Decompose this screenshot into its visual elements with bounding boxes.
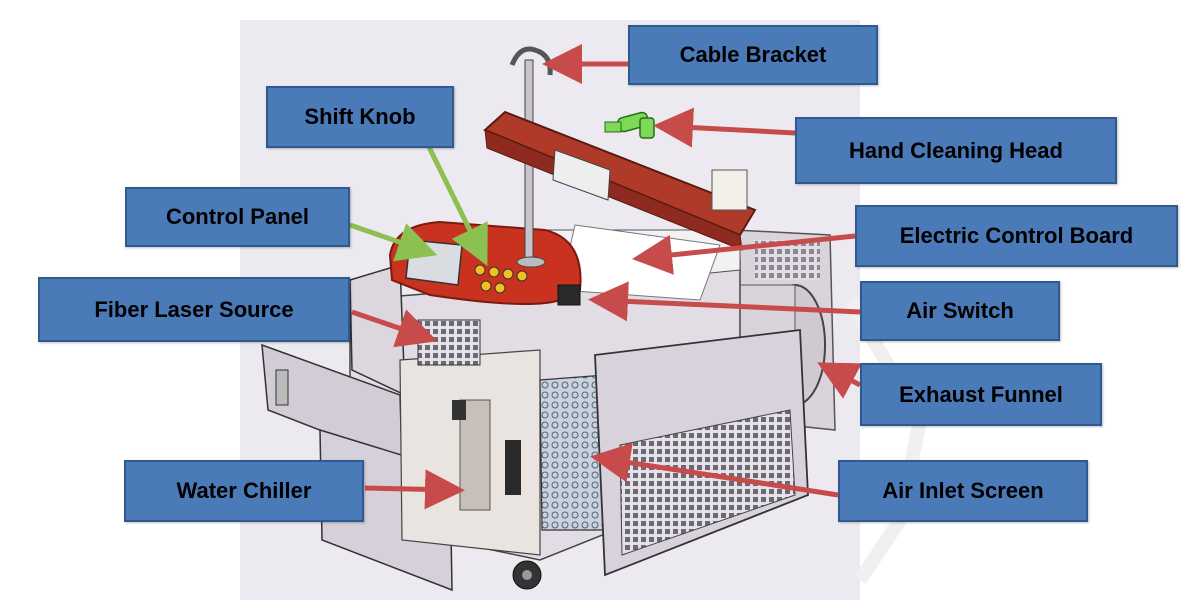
chiller-valve (452, 400, 466, 420)
arrow-air-inlet-screen (590, 442, 839, 498)
lid-box (711, 169, 748, 211)
watermark-stroke (843, 296, 928, 584)
wheel-hub (522, 570, 532, 580)
label-shift-knob: Shift Knob (266, 86, 454, 148)
label-control-panel: Control Panel (125, 187, 350, 247)
arrow-water-chiller (364, 469, 465, 510)
label-cable-bracket: Cable Bracket (628, 25, 878, 85)
arrow-exhaust-funnel (817, 362, 862, 399)
shift-knob-buttons (474, 264, 528, 294)
label-electric-control-board: Electric Control Board (855, 205, 1178, 267)
callout-arrows (349, 44, 862, 510)
lid-holder (552, 149, 611, 201)
label-air-switch: Air Switch (860, 281, 1060, 341)
arrow-electric-control-board (632, 233, 856, 275)
arrow-shift-knob (425, 143, 488, 266)
arrow-control-panel (349, 222, 438, 262)
door-handle (275, 369, 289, 406)
pole-base (516, 256, 546, 268)
label-fiber-laser-source: Fiber Laser Source (38, 277, 350, 342)
label-hand-cleaning-head: Hand Cleaning Head (795, 117, 1117, 184)
cleaning-head-shape (604, 111, 655, 139)
right-door-grill (619, 409, 796, 556)
label-air-inlet-screen: Air Inlet Screen (838, 460, 1088, 522)
air-switch-shape (557, 284, 581, 306)
arrow-hand-cleaning-head (653, 107, 796, 148)
laser-source-vent (417, 319, 481, 366)
label-exhaust-funnel: Exhaust Funnel (860, 363, 1102, 426)
arrow-fiber-laser-source (351, 309, 438, 348)
label-water-chiller: Water Chiller (124, 460, 364, 522)
arrow-air-switch (588, 281, 861, 322)
chiller-handle (505, 440, 521, 495)
